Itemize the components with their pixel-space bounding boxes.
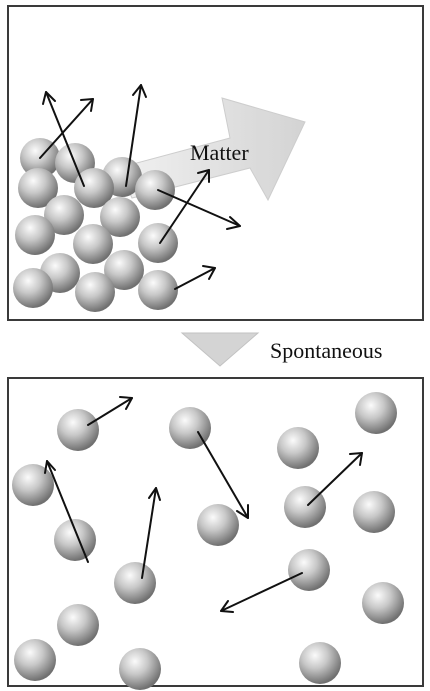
velocity-arrow: [197, 431, 249, 519]
particle: [18, 168, 58, 208]
arrow-head: [148, 487, 161, 501]
arrow-head: [349, 452, 363, 466]
spontaneous-label: Spontaneous: [270, 338, 382, 363]
velocity-arrow: [45, 91, 85, 187]
velocity-arrow: [159, 169, 210, 244]
particle: [197, 504, 239, 546]
process-indicator: Spontaneous: [180, 332, 382, 367]
particle: [353, 491, 395, 533]
particle: [100, 197, 140, 237]
velocity-arrow: [87, 397, 133, 426]
arrow-head: [119, 396, 133, 410]
dispersed-particles: [12, 392, 404, 690]
arrow-head: [132, 84, 147, 98]
particle: [362, 582, 404, 624]
particle: [14, 639, 56, 681]
velocity-arrow: [307, 452, 363, 506]
particle: [57, 604, 99, 646]
arrow-head: [42, 91, 56, 105]
particle: [57, 409, 99, 451]
velocity-arrow: [174, 267, 216, 290]
particle: [15, 215, 55, 255]
particle: [299, 642, 341, 684]
velocity-arrow: [39, 98, 94, 159]
particle: [114, 562, 156, 604]
clustered-particles: [13, 138, 178, 312]
particle: [355, 392, 397, 434]
initial-state-panel: Matter: [7, 5, 424, 321]
particle: [284, 486, 326, 528]
velocity-arrows-final: [44, 396, 363, 613]
particle: [119, 648, 161, 690]
velocity-arrows-initial: [39, 84, 241, 290]
velocity-arrow: [157, 189, 241, 227]
particle: [135, 170, 175, 210]
velocity-arrow: [125, 84, 142, 187]
particle: [169, 407, 211, 449]
particle: [12, 464, 54, 506]
particle: [104, 250, 144, 290]
final-state-panel: [7, 377, 424, 690]
downward-triangle-icon: [180, 332, 260, 367]
velocity-arrow: [141, 487, 157, 579]
particle: [138, 270, 178, 310]
particle: [138, 223, 178, 263]
arrow-head: [197, 169, 210, 183]
arrow-head: [236, 504, 249, 519]
arrow-head: [202, 265, 216, 280]
particle: [44, 195, 84, 235]
particle: [75, 272, 115, 312]
velocity-arrow: [46, 460, 89, 563]
particle: [74, 168, 114, 208]
particle: [54, 519, 96, 561]
arrow-head: [220, 600, 234, 613]
particle: [13, 268, 53, 308]
particle: [288, 549, 330, 591]
arrow-head: [226, 216, 241, 230]
particle: [277, 427, 319, 469]
arrow-head: [80, 98, 94, 112]
matter-label: Matter: [190, 140, 249, 165]
arrow-head: [44, 460, 56, 474]
velocity-arrow: [220, 572, 303, 612]
particle: [73, 224, 113, 264]
